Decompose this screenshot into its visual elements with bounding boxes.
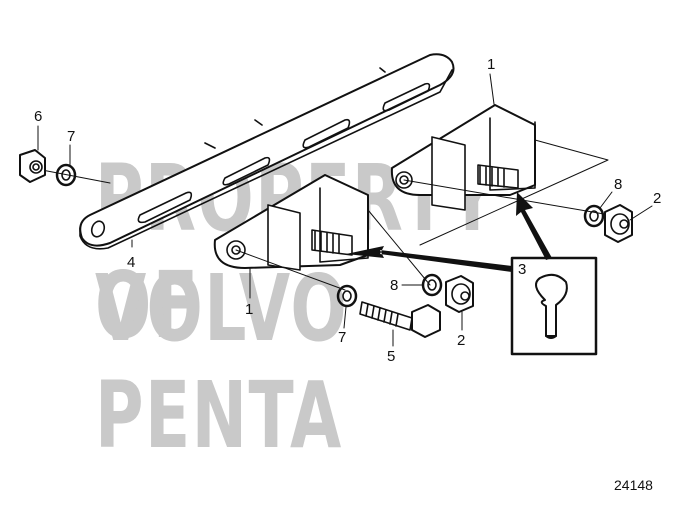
callout-7: 7 — [67, 128, 76, 145]
bracket-upper-part — [390, 104, 536, 211]
watermark-line2: VOLVO PENTA — [95, 255, 349, 469]
drawing-number: 24148 — [614, 477, 653, 493]
lock-washer-lower-left-part — [336, 284, 358, 308]
callout-3: 3 — [518, 261, 527, 278]
callout-2: 2 — [653, 190, 662, 207]
callout-1: 1 — [245, 301, 254, 318]
flange-nut-lower-part — [445, 275, 474, 313]
lock-washer-right-part — [583, 204, 605, 228]
callout-7: 7 — [338, 329, 347, 346]
detail-inset-box — [510, 256, 598, 356]
lock-washer-lower-part — [421, 273, 443, 297]
callout-5: 5 — [387, 348, 396, 365]
arrows — [346, 192, 552, 272]
bracket-lower-part — [213, 174, 369, 271]
callout-8: 8 — [390, 277, 399, 294]
callout-8: 8 — [614, 176, 623, 193]
flange-nut-right-part — [604, 204, 633, 243]
lock-washer-part — [55, 163, 77, 187]
callout-6: 6 — [34, 108, 43, 125]
callout-4: 4 — [127, 254, 136, 271]
flange-bolt-part — [359, 301, 441, 338]
hex-nut-part — [19, 149, 46, 183]
slotted-rail-part — [79, 53, 455, 250]
callout-2: 2 — [457, 332, 466, 349]
callout-1: 1 — [487, 56, 496, 73]
